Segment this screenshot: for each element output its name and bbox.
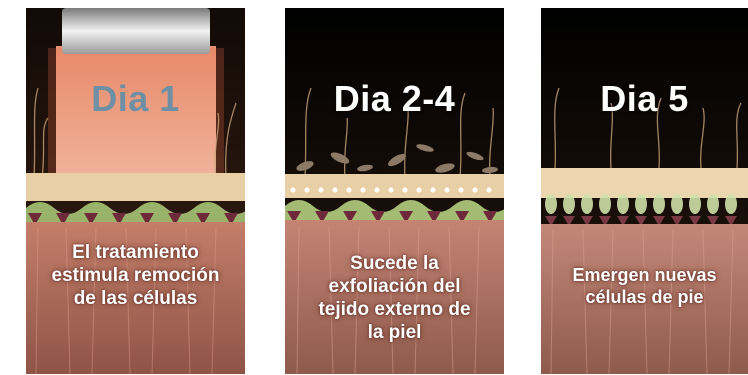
caption-line: Sucede la — [350, 253, 439, 274]
caption: Emergen nuevas células de pie — [545, 264, 744, 308]
skin-illustration-day-2-4 — [285, 8, 504, 374]
caption-line: la piel — [367, 322, 422, 343]
skin-illustration-day-1 — [26, 8, 245, 374]
caption-line: de las células — [73, 288, 198, 309]
panel-day-2-4: Dia 2-4 Sucede la exfoliación del tejido… — [285, 8, 504, 374]
caption-line: tejido externo de — [318, 299, 471, 320]
caption-line: Emergen nuevas — [572, 265, 717, 285]
day-label: Dia 2-4 — [333, 78, 456, 119]
day-label: Dia 5 — [600, 78, 689, 119]
caption-line: células de pie — [585, 287, 704, 307]
caption-line: exfoliación del — [328, 276, 461, 297]
caption-line: estimula remoción — [51, 265, 220, 286]
caption-line: El tratamiento — [72, 242, 199, 263]
panel-day-5: Dia 5 Emergen nuevas células de pie — [541, 8, 748, 374]
skin-illustration-day-5 — [541, 8, 748, 374]
caption: El tratamiento estimula remoción de las … — [30, 241, 241, 310]
day-label: Dia 1 — [91, 78, 180, 119]
panel-day-1: Dia 1 El tratamiento estimula remoción d… — [26, 8, 245, 374]
caption: Sucede la exfoliación del tejido externo… — [289, 252, 500, 344]
